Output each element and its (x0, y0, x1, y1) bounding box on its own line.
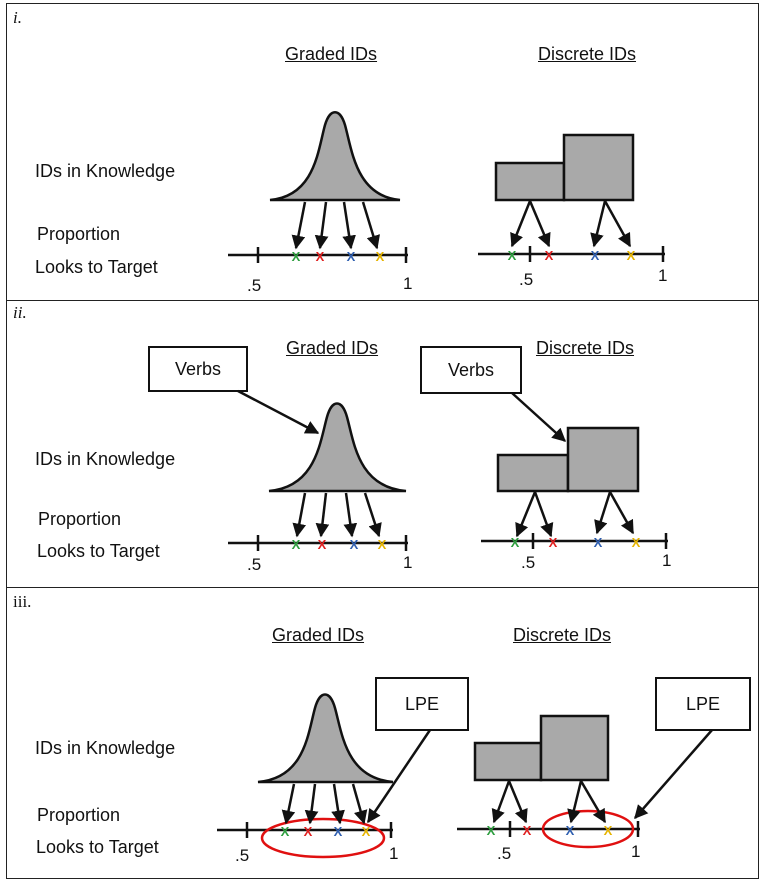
axis-tick-label-half: .5 (235, 846, 250, 865)
axis-tick-label-one: 1 (403, 274, 413, 293)
axis-tick-label-half: .5 (247, 276, 262, 295)
discrete-ids-title: Discrete IDs (538, 44, 637, 64)
discrete-ids-title: Discrete IDs (536, 338, 635, 358)
ids-in-knowledge-label: IDs in Knowledge (35, 738, 176, 758)
graded-ids-title: Graded IDs (272, 625, 365, 645)
axis-tick-label-one-discrete: 1 (658, 266, 668, 285)
axis-tick-label-half-discrete: .5 (497, 844, 512, 863)
panel-ii: ii. Graded IDs Discrete IDs IDs in Knowl… (6, 300, 759, 588)
panel-label: iii. (13, 592, 32, 611)
verbs-callout-graded: Verbs (148, 346, 248, 392)
axis-tick-label-one-discrete: 1 (662, 551, 672, 570)
lpe-callout-graded: LPE (375, 677, 469, 731)
graded-ids-title: Graded IDs (285, 44, 378, 64)
panel-i: i. Graded IDs Discrete IDs IDs in Knowle… (6, 3, 759, 301)
graded-ids-title: Graded IDs (286, 338, 379, 358)
panel-label: i. (13, 8, 22, 27)
discrete-ids-title: Discrete IDs (513, 625, 612, 645)
axis-tick-label-one: 1 (403, 553, 413, 572)
axis-tick-label-half: .5 (247, 555, 262, 574)
axis-tick-label-half-discrete: .5 (521, 553, 536, 572)
proportion-label: Proportion (38, 509, 122, 529)
looks-to-target-label: Looks to Target (35, 257, 158, 277)
panel-iii: iii. Graded IDs Discrete IDs IDs in Know… (6, 587, 759, 879)
axis-tick-label-one-discrete: 1 (631, 842, 641, 861)
lpe-callout-discrete: LPE (655, 677, 751, 731)
looks-to-target-label: Looks to Target (37, 541, 160, 561)
verbs-callout-discrete: Verbs (420, 346, 522, 394)
proportion-label: Proportion (37, 224, 121, 244)
looks-to-target-label: Looks to Target (36, 837, 159, 857)
proportion-label: Proportion (37, 805, 121, 825)
axis-tick-label-one: 1 (389, 844, 399, 863)
panel-label: ii. (13, 303, 27, 322)
axis-tick-label-half-discrete: .5 (519, 270, 534, 289)
ids-in-knowledge-label: IDs in Knowledge (35, 161, 176, 181)
ids-in-knowledge-label: IDs in Knowledge (35, 449, 176, 469)
